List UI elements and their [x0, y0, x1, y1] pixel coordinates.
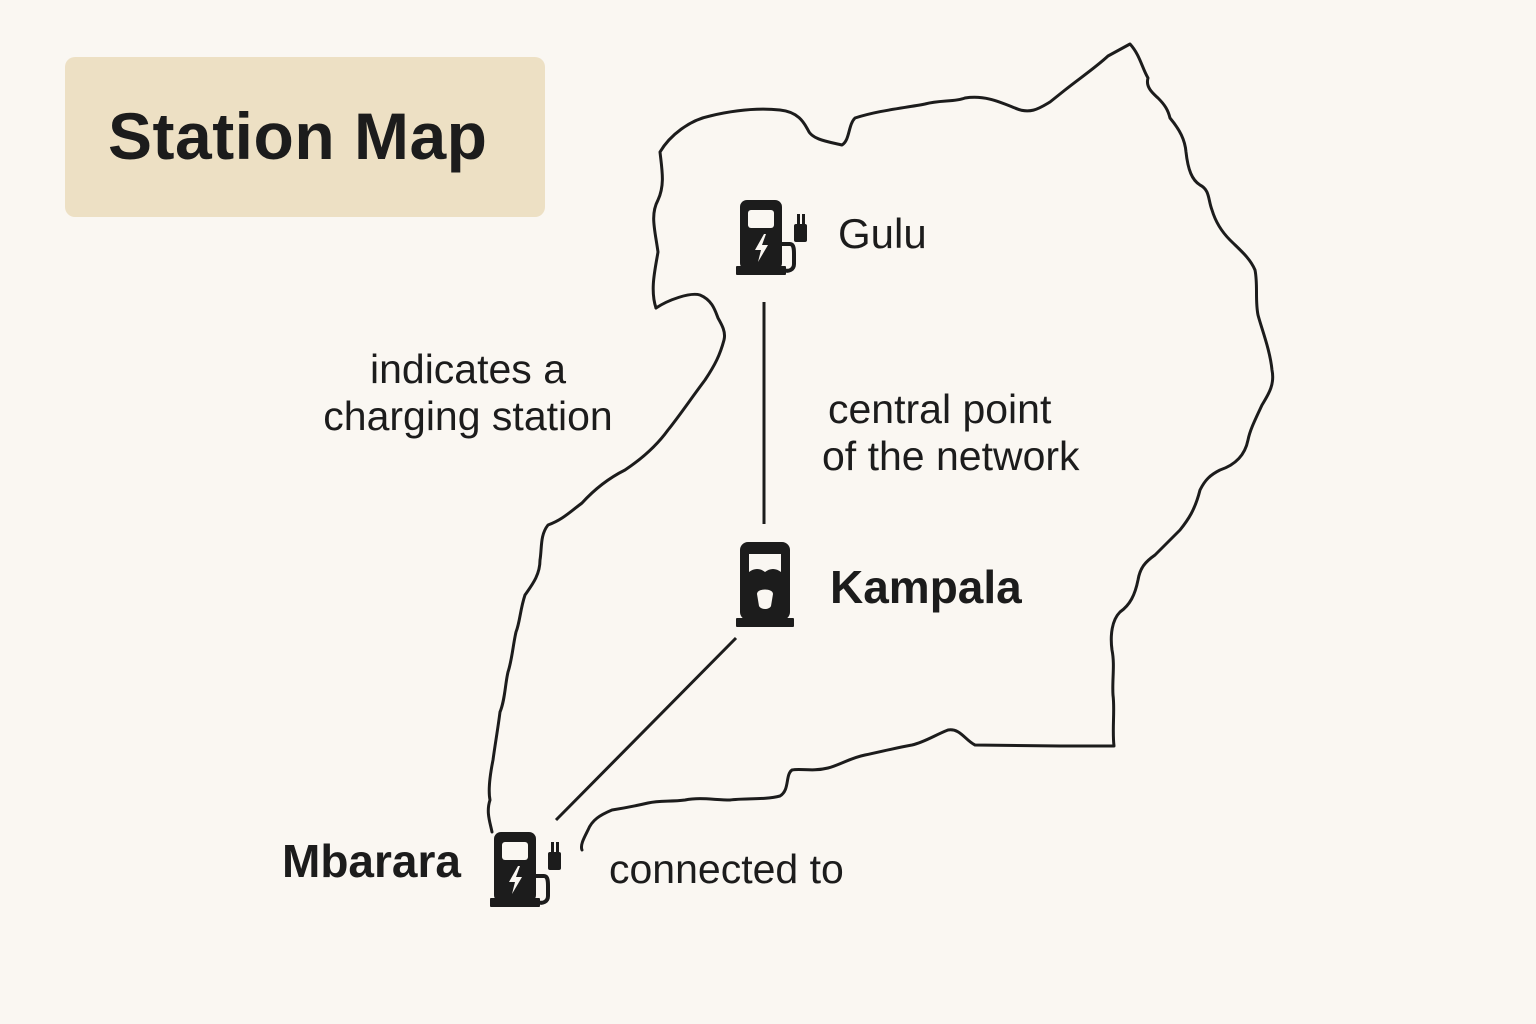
fuel-pump-icon [736, 542, 794, 627]
title-box [65, 57, 545, 217]
annotation-line: indicates a [369, 346, 566, 392]
annotation-line: charging station [323, 393, 613, 439]
station-label-kampala: Kampala [830, 561, 1022, 613]
country-outline-west [486, 292, 726, 834]
annotation-central-point: central point of the network [822, 386, 1080, 480]
connector-kampala-mbarara [554, 636, 738, 822]
map-title: Station Map [108, 99, 488, 173]
annotation-charging-station: indicates a charging station [303, 346, 633, 440]
annotation-line: central point [828, 386, 1052, 432]
annotation-line: of the network [822, 433, 1080, 479]
station-label-gulu: Gulu [838, 210, 927, 257]
station-label-mbarara: Mbarara [282, 835, 461, 887]
annotation-connected-to: connected to [609, 846, 844, 892]
country-outline [580, 42, 1275, 852]
ev-charger-icon [490, 832, 561, 907]
ev-charger-icon [736, 200, 807, 275]
